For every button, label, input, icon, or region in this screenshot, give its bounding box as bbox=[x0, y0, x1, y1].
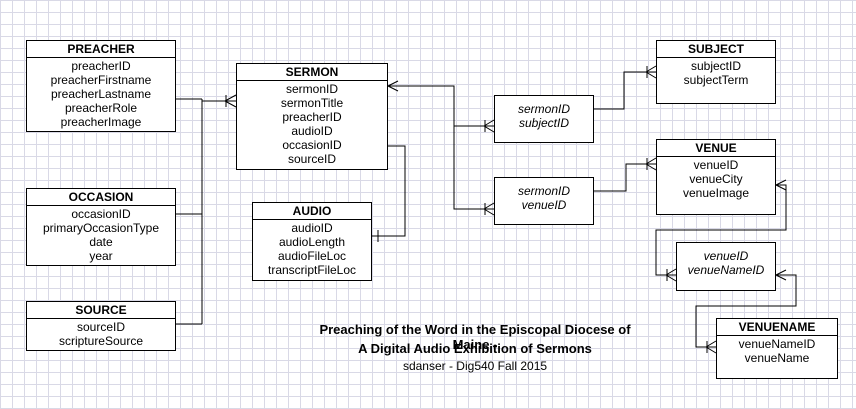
entity-title: SUBJECT bbox=[657, 41, 775, 58]
crowsfoot-sermon-right bbox=[387, 80, 399, 92]
entity-title: VENUE bbox=[657, 140, 775, 157]
attribute: audioFileLoc bbox=[277, 249, 347, 263]
attribute: venueNameID bbox=[738, 337, 816, 351]
attribute: sourceID bbox=[76, 320, 126, 334]
crowsfoot-link-subject bbox=[483, 119, 495, 133]
attribute: sermonTitle bbox=[280, 96, 344, 110]
attribute: venueName bbox=[744, 351, 810, 365]
attribute: scriptureSource bbox=[58, 334, 144, 348]
entity-title: PREACHER bbox=[27, 41, 175, 58]
attribute: preacherFirstname bbox=[50, 73, 152, 87]
connector-subject bbox=[594, 65, 657, 110]
attribute: venueNameID bbox=[687, 263, 765, 277]
crowsfoot-venue-link bbox=[665, 268, 677, 282]
attribute: transcriptFileLoc bbox=[267, 263, 357, 277]
entity-title: AUDIO bbox=[253, 203, 371, 220]
attribute: primaryOccasionType bbox=[42, 221, 160, 235]
attribute: venueCity bbox=[689, 172, 743, 186]
attribute: sermonID bbox=[285, 82, 338, 96]
crowsfoot-sermon-left bbox=[224, 94, 237, 108]
connector-venue bbox=[594, 157, 657, 192]
diagram-author: sdanser - Dig540 Fall 2015 bbox=[402, 359, 548, 373]
attribute: preacherImage bbox=[60, 115, 142, 129]
entity-venue[interactable]: VENUE venueID venueCity venueImage bbox=[656, 139, 776, 215]
attribute: venueID bbox=[703, 249, 749, 263]
entity-audio[interactable]: AUDIO audioID audioLength audioFileLoc t… bbox=[252, 202, 372, 281]
attribute: subjectID bbox=[518, 116, 570, 130]
attribute: preacherID bbox=[71, 59, 131, 73]
attribute: preacherRole bbox=[64, 101, 138, 115]
entity-title: VENUENAME bbox=[717, 319, 837, 336]
attribute: venueID bbox=[521, 198, 567, 212]
connector-left-to-sermon bbox=[176, 98, 236, 325]
crowsfoot-link-venue bbox=[483, 202, 495, 216]
attribute: venueID bbox=[693, 158, 739, 172]
diagram-title: Preaching of the Word in the Episcopal D… bbox=[319, 322, 631, 352]
attribute: sermonID bbox=[517, 184, 570, 198]
entity-sermon-subject[interactable]: sermonID subjectID bbox=[494, 95, 594, 143]
entity-source[interactable]: SOURCE sourceID scriptureSource bbox=[26, 301, 176, 351]
entity-venuename[interactable]: VENUENAME venueNameID venueName bbox=[716, 318, 838, 379]
attribute: preacherLastname bbox=[50, 87, 152, 101]
diagram-subtitle: A Digital Audio Exhibition of Sermons bbox=[358, 341, 592, 356]
connector-venue-link bbox=[655, 179, 787, 276]
attribute: subjectID bbox=[690, 59, 742, 73]
entity-sermon-venue[interactable]: sermonID venueID bbox=[494, 177, 594, 225]
attribute: preacherID bbox=[282, 110, 342, 124]
attribute: year bbox=[89, 249, 113, 263]
entity-venue-venuename[interactable]: venueID venueNameID bbox=[676, 242, 776, 291]
attribute: sourceID bbox=[287, 152, 337, 166]
attribute: date bbox=[89, 235, 113, 249]
connector-sermon-audio bbox=[372, 145, 406, 242]
attribute: subjectTerm bbox=[683, 73, 749, 87]
entity-sermon[interactable]: SERMON sermonID sermonTitle preacherID a… bbox=[236, 63, 388, 170]
attribute: occasionID bbox=[282, 138, 342, 152]
entity-title: SOURCE bbox=[27, 302, 175, 319]
attribute: audioLength bbox=[278, 235, 346, 249]
entity-title: OCCASION bbox=[27, 189, 175, 206]
entity-title: SERMON bbox=[237, 64, 387, 81]
attribute: venueImage bbox=[682, 186, 750, 200]
attribute: occasionID bbox=[71, 207, 131, 221]
attribute: audioID bbox=[291, 221, 333, 235]
entity-preacher[interactable]: PREACHER preacherID preacherFirstname pr… bbox=[26, 40, 176, 132]
attribute: audioID bbox=[291, 124, 333, 138]
entity-occasion[interactable]: OCCASION occasionID primaryOccasionType … bbox=[26, 188, 176, 266]
entity-subject[interactable]: SUBJECT subjectID subjectTerm bbox=[656, 40, 776, 104]
crowsfoot-venuename bbox=[705, 340, 717, 354]
connector-venuename-link bbox=[695, 269, 797, 348]
connector-sermon-links bbox=[388, 85, 494, 210]
attribute: sermonID bbox=[517, 102, 570, 116]
